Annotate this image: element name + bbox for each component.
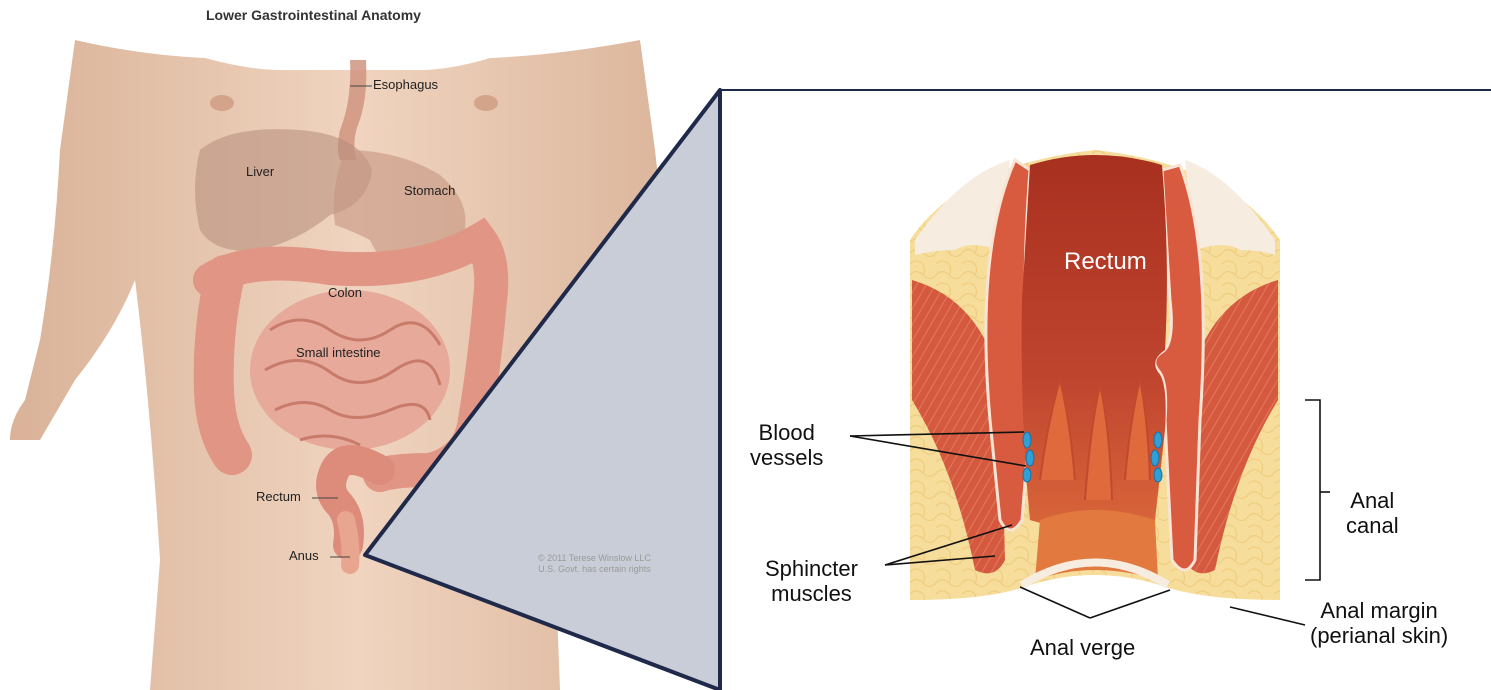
colon-label: Colon [328,286,362,301]
anal-margin-line2: (perianal skin) [1310,623,1448,648]
anal-canal-line1: Anal [1346,488,1399,513]
blood-vessels-label: Blood vessels [750,420,823,471]
copyright-line1: © 2011 Terese Winslow LLC [538,553,651,564]
copyright-line2: U.S. Govt. has certain rights [538,564,651,575]
stomach-label: Stomach [404,184,455,199]
anal-verge-label: Anal verge [1030,635,1135,660]
figure-title: Lower Gastrointestinal Anatomy [206,7,421,23]
sphincter-line1: Sphincter [765,556,858,581]
anal-canal-line2: canal [1346,513,1399,538]
blood-vessels-line1: Blood [750,420,823,445]
esophagus-label: Esophagus [373,78,438,93]
anal-margin-label: Anal margin (perianal skin) [1310,598,1448,649]
sphincter-line2: muscles [765,581,858,606]
sphincter-muscles-label: Sphincter muscles [765,556,858,607]
anal-cross-section [910,150,1280,600]
anal-margin-line1: Anal margin [1310,598,1448,623]
blood-vessels-line2: vessels [750,445,823,470]
rectum-body-label: Rectum [256,490,301,505]
anus-label: Anus [289,549,319,564]
rectum-detail-label: Rectum [1064,248,1147,276]
copyright-note: © 2011 Terese Winslow LLC U.S. Govt. has… [538,553,651,575]
liver-label: Liver [246,165,274,180]
anal-canal-label: Anal canal [1346,488,1399,539]
small-intestine-label: Small intestine [296,346,381,361]
